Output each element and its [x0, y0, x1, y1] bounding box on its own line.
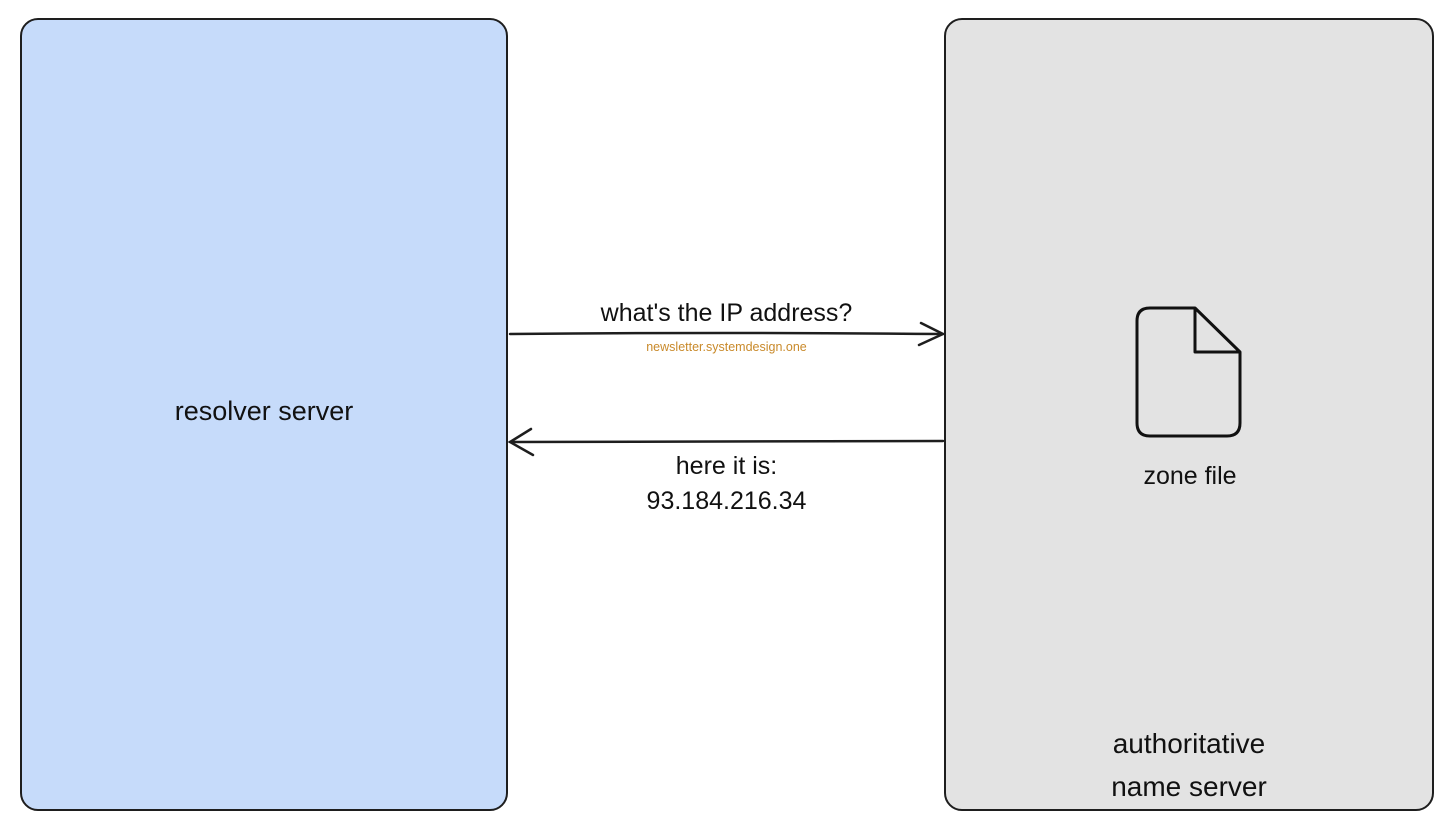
resolver-server-label: resolver server [174, 396, 354, 426]
watermark-text: newsletter.systemdesign.one [646, 340, 807, 354]
response-arrow [507, 427, 945, 457]
response-ip-address: 93.184.216.34 [646, 487, 807, 515]
response-label-line1: here it is: [675, 452, 778, 480]
zone-file-label: zone file [1143, 462, 1237, 490]
request-arrow [508, 321, 946, 347]
authoritative-name-server-box [944, 18, 1434, 811]
authoritative-label-line2: name server [1111, 771, 1267, 802]
request-label: what's the IP address? [600, 299, 853, 327]
resolver-server-box [20, 18, 508, 811]
file-icon [1135, 306, 1242, 438]
authoritative-label-line1: authoritative [1112, 728, 1266, 759]
